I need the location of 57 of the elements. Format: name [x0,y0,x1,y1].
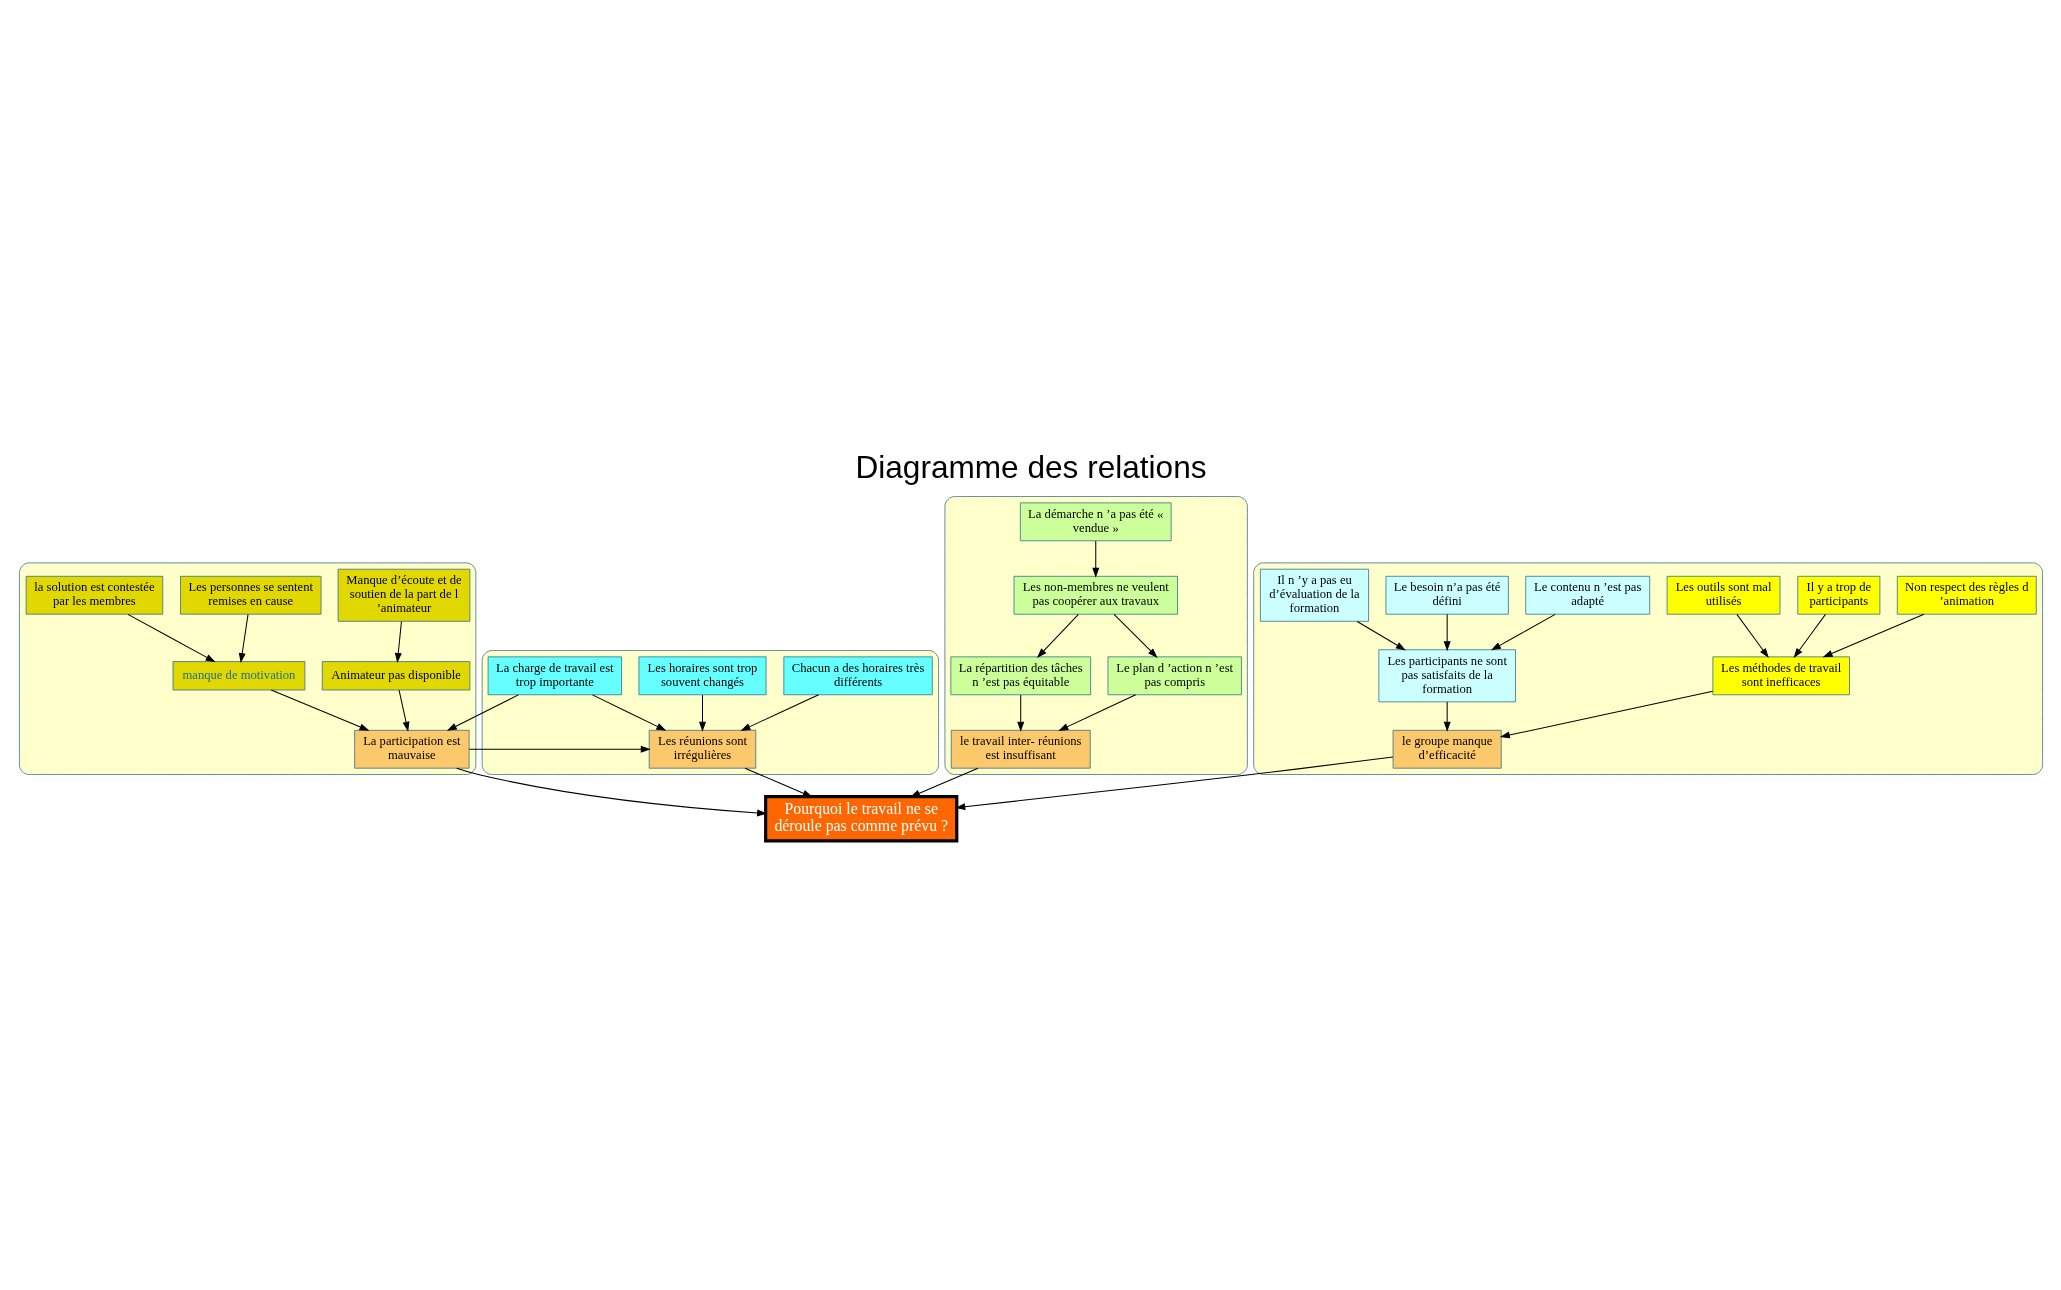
arrow [740,694,819,731]
cluster [18,562,476,775]
arrow [591,694,666,731]
arrow [238,613,249,664]
arrow [1793,613,1826,659]
arrow [1490,613,1556,651]
node-box: Les horaires sont trop souvent changés [638,656,766,696]
arrow [1443,613,1451,652]
node-box: Les méthodes de travail sont inefficaces [1712,656,1850,696]
arrow [1057,694,1136,731]
node-box: Chacun a des horaires très différents [782,656,933,696]
cluster [944,496,1248,775]
node-box: Le plan d ’action n ’est pas compris [1107,656,1242,696]
node-box: Les participants ne sont pas satisfaits de la formation [1377,649,1516,703]
arrow [1735,613,1769,659]
node-box: Le contenu n ’est pas adapté [1524,575,1650,615]
node-box: le groupe manque d’efficacité [1392,729,1502,769]
arrow [270,689,369,731]
node-box: La participation est mauvaise [353,729,470,769]
arrow [394,620,402,663]
arrow [1091,540,1099,578]
arrow [909,767,978,798]
arrow [1016,694,1024,732]
cluster [481,650,939,775]
node-box: manque de motivation [172,661,305,691]
arrow [1443,701,1451,732]
node-box: Les personnes se sentent remises en cause [179,575,321,615]
arrow [126,613,216,663]
arrow [698,694,706,732]
cluster [1252,562,2043,775]
arrow [398,689,409,732]
node-box: le travail inter- réunions est insuffisant [950,729,1091,769]
node-box: Le besoin n’a pas été défini [1385,575,1509,615]
arrow [1036,613,1079,658]
node-box: Les non-membres ne veulent pas coopérer aux travaux [1013,575,1178,615]
arrow [1113,613,1158,658]
node-box: La démarche n ’a pas été « vendue » [1019,502,1172,542]
node-box: Animateur pas disponible [321,661,470,691]
diagram-title: Diagramme des relations [854,448,1207,485]
arrow [1822,613,1924,658]
arrow [954,756,1393,811]
arrow [1356,620,1406,651]
node-box: Non respect des règles d ’animation [1896,575,2037,615]
arrow [455,767,767,817]
arrow [468,745,651,753]
node-box: Les outils sont mal utilisés [1666,575,1780,615]
node-box: Manque d’écoute et de soutien de la part de l ’animateur [337,568,470,622]
node-box: la solution est contestée par les membres [25,575,163,615]
node-box: Les réunions sont irrégulières [648,729,756,769]
arrow [1499,690,1713,739]
node-box: Pourquoi le travail ne se déroule pas comme prévu ? [763,795,958,843]
arrow [446,694,519,731]
node-box: Il n ’y a pas eu d’évaluation de la formation [1259,568,1369,622]
node-box: La répartition des tâches n ’est pas équitable [949,656,1091,696]
arrow [744,767,813,798]
node-box: La charge de travail est trop importante [487,656,622,696]
node-box: Il y a trop de participants [1796,575,1880,615]
